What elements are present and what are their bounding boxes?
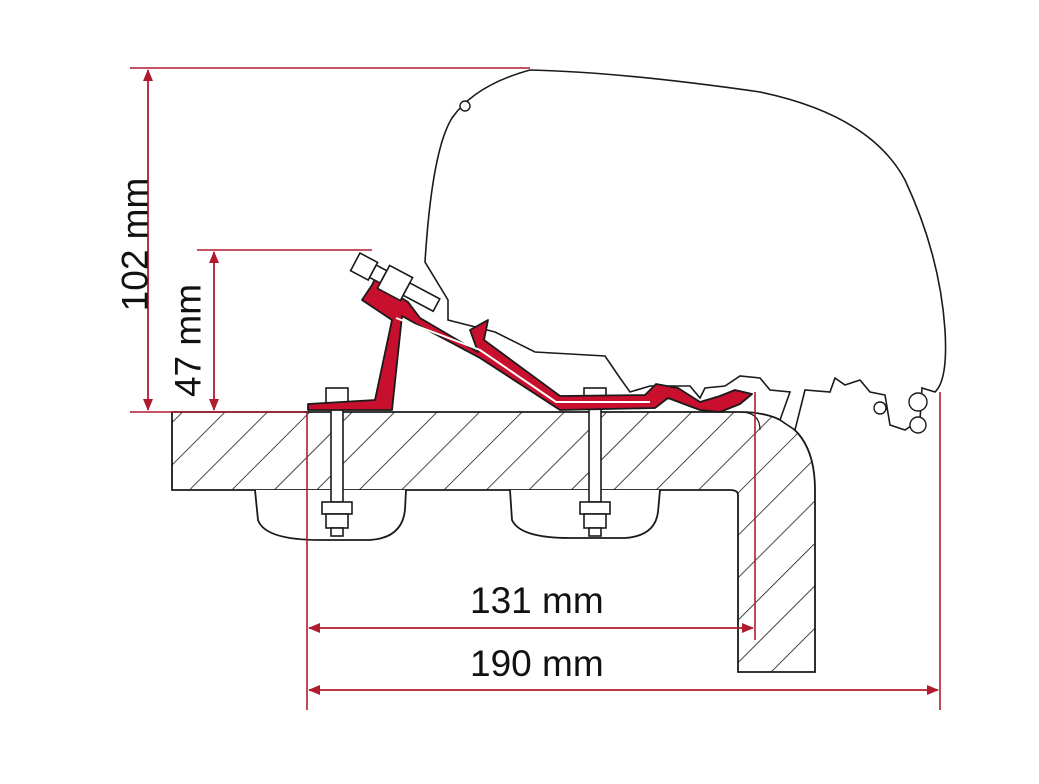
extension-lines [130,67,941,710]
casing-screw-top [459,100,471,112]
bracket-inner-highlight [395,317,650,403]
awning-casing [424,69,947,432]
bracket-clamp-bolt [349,251,441,313]
label-inner-width: 131 mm [470,580,604,621]
roof-wall-section [171,411,816,673]
casing-detail-1 [908,392,928,412]
casing-detail-3 [873,401,887,415]
label-bracket-height: 47 mm [167,283,209,398]
casing-detail-2 [909,416,927,434]
label-overall-width: 190 mm [470,643,604,684]
label-overall-height: 102 mm [114,177,156,312]
